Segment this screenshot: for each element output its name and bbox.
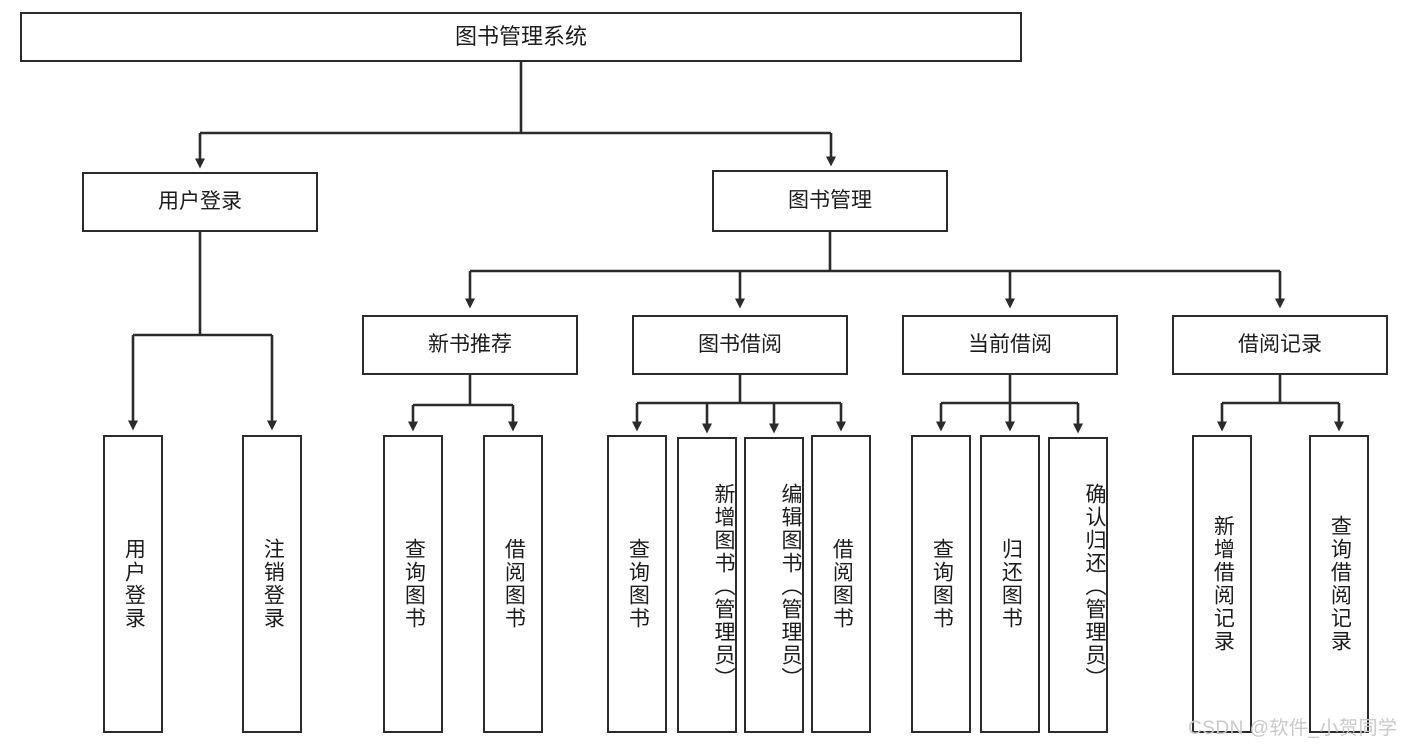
node-new-book-recommend[interactable]: 新书推荐 (362, 315, 578, 375)
node-book-management[interactable]: 图书管理 (712, 170, 948, 232)
leaf-query-book-borrow[interactable]: 查询图书 (607, 435, 667, 733)
leaf-user-logout[interactable]: 注销登录 (242, 435, 302, 733)
watermark-csdn: CSDN @软件_小贺同学 (1188, 718, 1398, 739)
leaf-edit-book-admin[interactable]: 编辑图书（管理员） (744, 437, 804, 733)
node-current-borrow[interactable]: 当前借阅 (902, 315, 1118, 375)
leaf-confirm-return-admin[interactable]: 确认归还（管理员） (1048, 437, 1108, 733)
leaf-add-book-admin[interactable]: 新增图书（管理员） (677, 437, 737, 733)
node-user-login[interactable]: 用户登录 (82, 172, 318, 232)
leaf-query-borrow-record[interactable]: 查询借阅记录 (1309, 435, 1369, 733)
node-borrow-record[interactable]: 借阅记录 (1172, 315, 1388, 375)
leaf-add-borrow-record[interactable]: 新增借阅记录 (1192, 435, 1252, 733)
node-root-system[interactable]: 图书管理系统 (20, 12, 1022, 62)
leaf-borrow-book-recommend[interactable]: 借阅图书 (483, 435, 543, 733)
leaf-return-book[interactable]: 归还图书 (980, 435, 1040, 733)
leaf-user-login[interactable]: 用户登录 (103, 435, 163, 733)
leaf-query-book-recommend[interactable]: 查询图书 (383, 435, 443, 733)
leaf-query-book-current[interactable]: 查询图书 (911, 435, 971, 733)
node-book-borrow[interactable]: 图书借阅 (632, 315, 848, 375)
leaf-borrow-book[interactable]: 借阅图书 (811, 435, 871, 733)
